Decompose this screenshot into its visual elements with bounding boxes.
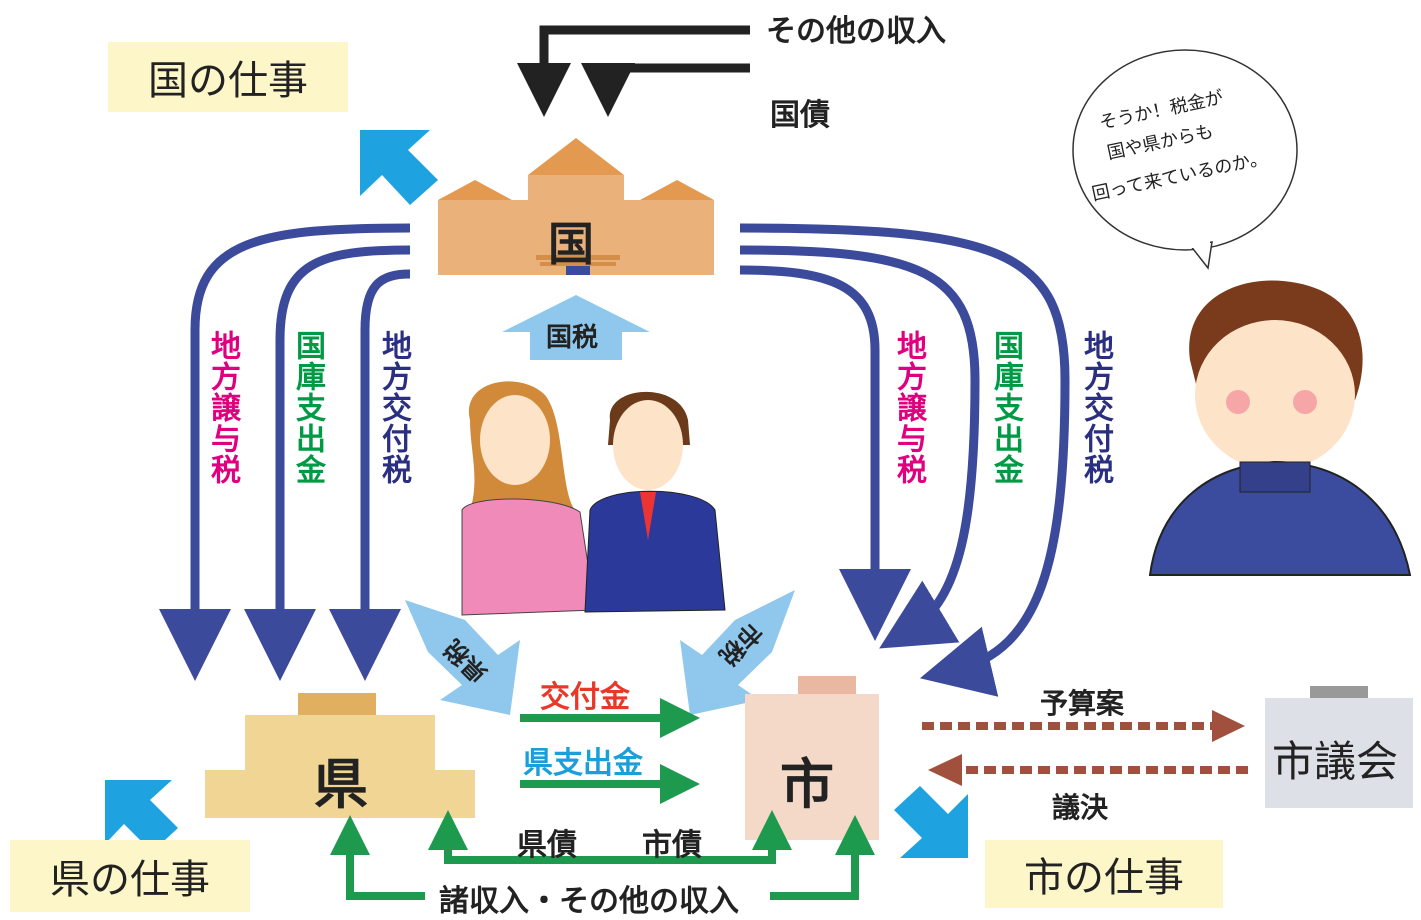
couple-illustration — [461, 381, 726, 616]
misc-income-label: 諸収入・その他の収入 — [435, 876, 743, 920]
resolution-arrow — [928, 754, 1248, 786]
left-flow-label-3: 地方交付税 — [376, 330, 411, 485]
city-tax-arrow — [680, 590, 795, 715]
national-tax-label: 国税 — [546, 323, 599, 353]
prefectural-tax-arrow — [405, 600, 520, 715]
city-work-arrow — [894, 786, 968, 858]
national-bond-arrow — [581, 63, 750, 117]
left-transfer-arrow-3 — [329, 269, 411, 681]
pref-bond-arrow — [428, 810, 630, 864]
other-income-label: その他の収入 — [766, 14, 946, 49]
right-flow-label-1: 地方譲与税 — [891, 330, 926, 485]
right-transfer-arrow-3 — [739, 265, 911, 641]
national-building — [438, 138, 714, 275]
prefecture-work-arrow — [105, 780, 178, 852]
prefecture-building — [205, 693, 475, 818]
national-bond-label: 国債 — [770, 98, 830, 133]
pref-subsidy-label: 県支出金 — [523, 746, 643, 781]
left-flow-label-2: 国庫支出金 — [290, 330, 325, 485]
resolution-label: 議決 — [1052, 791, 1109, 824]
right-transfer-arrow-2 — [739, 245, 980, 649]
national-work-label: 国の仕事 — [108, 42, 348, 112]
grant-label: 交付金 — [540, 680, 630, 715]
budget-label: 予算案 — [1040, 687, 1125, 720]
prefecture-work-label: 県の仕事 — [10, 840, 250, 912]
council-building — [1265, 686, 1413, 808]
pref-bond-label: 県債 — [517, 828, 577, 863]
misc-income-left-arrow — [330, 815, 425, 900]
misc-income-right-arrow — [770, 815, 875, 900]
other-income-arrow — [517, 25, 750, 117]
city-building-label: 市 — [780, 753, 834, 816]
boy-illustration — [1148, 280, 1412, 576]
city-bond-label: 市債 — [642, 828, 702, 863]
right-flow-label-2: 国庫支出金 — [988, 330, 1023, 485]
city-bond-arrow — [590, 810, 792, 864]
left-flow-label-1: 地方譲与税 — [205, 330, 240, 485]
national-work-arrow — [360, 130, 438, 205]
left-transfer-arrow-2 — [244, 245, 411, 681]
right-flow-label-3: 地方交付税 — [1078, 330, 1113, 485]
national-building-label: 国 — [548, 217, 594, 271]
prefecture-building-label: 県 — [314, 753, 368, 816]
council-building-label: 市議会 — [1272, 737, 1399, 786]
speech-bubble — [1072, 49, 1298, 270]
left-transfer-arrow-1 — [159, 223, 411, 681]
national-tax-arrow — [502, 295, 650, 360]
budget-arrow — [922, 710, 1245, 742]
city-work-label: 市の仕事 — [985, 840, 1223, 908]
right-transfer-arrow-1 — [739, 223, 1070, 697]
